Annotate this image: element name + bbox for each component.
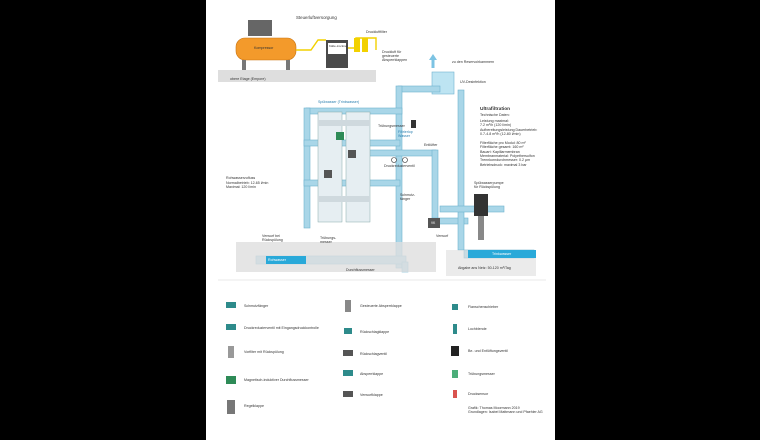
compressed-air-filter-label: Druckluftfilter xyxy=(366,30,387,34)
uf-line: Membranmaterial: Polyethersulfon xyxy=(480,154,535,159)
magnetic-flowmeter-icon xyxy=(226,376,236,384)
raw-water-inlet-label: Rohwasserzufluss xyxy=(226,176,256,180)
diagram-svg xyxy=(218,20,546,414)
legend-label: Rückschlagklappe xyxy=(360,330,390,334)
air-filter xyxy=(362,38,368,52)
air-for-label: Druckluft für xyxy=(382,50,402,54)
legend-label: Absperrklappe xyxy=(360,372,384,376)
orifice-icon xyxy=(453,324,457,334)
legend-label: Magnetisch-induktiver Durchflussmesser xyxy=(244,378,309,382)
legend-label: Be- und Entlüftungsventil xyxy=(468,349,508,353)
uf-line: Filterfläche gesamt: 160 m² xyxy=(480,145,524,150)
uf-line: Trennkorndurchmesser: 0.2 µm xyxy=(480,158,531,163)
pressure-reducer-icon xyxy=(226,324,236,330)
uf-modules xyxy=(317,111,371,223)
compressor-tank xyxy=(235,37,297,61)
credit-2: Grundlagen: Isabel Mattmann und Pfaehler… xyxy=(468,410,543,414)
discard-valve xyxy=(428,218,440,228)
pressure-gauge xyxy=(402,157,408,163)
legend-label: Vorfilter mit Rückspülung xyxy=(244,350,284,354)
backwash-pump xyxy=(474,194,488,216)
legend-label: Druckreduzierventil mit Eingangsdruckkon… xyxy=(244,326,319,330)
uf-line: 7.2 m³/h (120 l/min) xyxy=(480,123,512,128)
air-filter xyxy=(354,38,360,52)
diagram-sheet: Steuerluftversorgung Druckluftfilter Kom… xyxy=(206,0,555,440)
discard-short-label: Verwurf xyxy=(436,234,449,238)
credit-1: Grafik: Thomas Moormann 2019 xyxy=(468,406,520,410)
uf-line: 0.7-4.8 m³/h (12-80 l/min) xyxy=(480,132,521,137)
vent-valve xyxy=(411,120,416,128)
strainer-label: Schmutz- xyxy=(400,193,416,197)
upper-floor-label: obere Etage (Empore) xyxy=(230,77,266,81)
uf-line: Bauart: Kapillarmembran xyxy=(480,149,520,154)
uf-subtitle: Technische Daten: xyxy=(480,113,510,118)
compressor-label: Kompressor xyxy=(254,46,274,50)
legend-label: Schmutzfänger xyxy=(244,304,269,308)
legend-label: Regelklappe xyxy=(244,404,264,408)
prefilter-icon xyxy=(228,346,234,358)
legend-label: Rückschlagventil xyxy=(360,352,387,356)
uf-lines: Leistung maximal:7.2 m³/h (120 l/min)Auf… xyxy=(480,119,550,167)
legend-label: Gesteuerte Absperrklappe xyxy=(360,304,402,308)
rinse-water-label: Spülwasser (Trinkwasser) xyxy=(318,100,360,104)
dryer-label: Kälte-trockner xyxy=(329,44,348,48)
uv-label: UV-Desinfektion xyxy=(460,80,486,84)
turbidity-label: Trübungsmesser xyxy=(378,124,405,128)
dryer-panel xyxy=(328,43,346,54)
compressor-motor xyxy=(248,20,272,36)
filtrate-water-label2: Wasser xyxy=(398,134,411,138)
air-for-label2: gesteuerte xyxy=(382,54,399,58)
turbidity-label2b: messer xyxy=(320,240,332,244)
check-valve2-icon xyxy=(343,350,353,356)
pump-label: Spülwasserpumpe xyxy=(474,181,504,185)
vent-valve-label: Entlüfter xyxy=(424,143,438,147)
control-air-label: Steuerluftversorgung xyxy=(296,15,337,20)
strainer-label2: fänger xyxy=(400,197,411,201)
controlled-valve-icon xyxy=(345,300,351,312)
flow-meter-label: Durchflussmesser xyxy=(346,268,375,272)
pressure-reducer-label: Druckreduzierventil xyxy=(384,164,415,168)
discard-label: Verwurf bei xyxy=(262,234,280,238)
output-label: Abgabe ans Netz: 50-120 m³/Tag xyxy=(458,266,511,270)
to-reservoir-label: zu den Reservoirkammern xyxy=(452,60,495,64)
discard-label2: Rückspülung xyxy=(262,238,283,242)
upper-floor xyxy=(218,70,376,82)
filtrate-bar-label: Trinkwasser xyxy=(492,252,512,256)
air-line xyxy=(296,39,326,51)
control-valve-icon xyxy=(227,400,235,414)
turbidity-label2: Trübungs- xyxy=(320,236,337,240)
legend-label: Lochblende xyxy=(468,327,487,331)
discard-valve-icon xyxy=(343,391,353,397)
raw-water-label: Rohwasser xyxy=(268,258,286,262)
backwash-pump-shaft xyxy=(478,216,484,240)
uf-line: Filterfläche pro Modul: 80 m² xyxy=(480,140,526,145)
air-for-label3: Absperrklappen xyxy=(382,58,408,62)
uf-line: Leistung maximal: xyxy=(480,118,509,123)
normal-op-label: Normalbetrieb: 12-65 l/min xyxy=(226,181,269,185)
compressor-leg xyxy=(286,60,290,70)
legend-label: Trübungsmesser xyxy=(468,372,495,376)
filtrate-water-label: Filtrierlop xyxy=(398,130,413,134)
vk-label: VK xyxy=(431,221,436,225)
pressure-sensor-icon xyxy=(453,390,457,398)
max-op-label: Maximal: 120 l/min xyxy=(226,185,256,189)
legend-label: Drucksensor xyxy=(468,392,489,396)
flange-valve-icon xyxy=(452,304,458,310)
pump-label2: für Rückspülung xyxy=(474,185,500,189)
uf-title: Ultrafiltration xyxy=(480,107,511,112)
uf-line: Betriebsdruck: maximal 3 bar xyxy=(480,162,527,167)
pressure-gauge xyxy=(391,157,397,163)
vent-icon xyxy=(451,346,459,356)
check-valve-icon xyxy=(344,328,352,334)
reservoir-arrow-head xyxy=(429,54,437,60)
legend-icons xyxy=(226,300,459,414)
turbidity-icon xyxy=(452,370,458,378)
compressor-leg xyxy=(242,60,246,70)
legend-label: Verwurfklappe xyxy=(360,393,383,397)
strainer-icon xyxy=(226,302,236,308)
uf-line: Aufbereitungsleistung Dauerbetrieb: xyxy=(480,127,538,132)
uf-info: Ultrafiltration Technische Daten: Leistu… xyxy=(480,107,550,167)
legend-label: Flanschenschieber xyxy=(468,305,499,309)
shutoff-valve-icon xyxy=(343,370,353,376)
